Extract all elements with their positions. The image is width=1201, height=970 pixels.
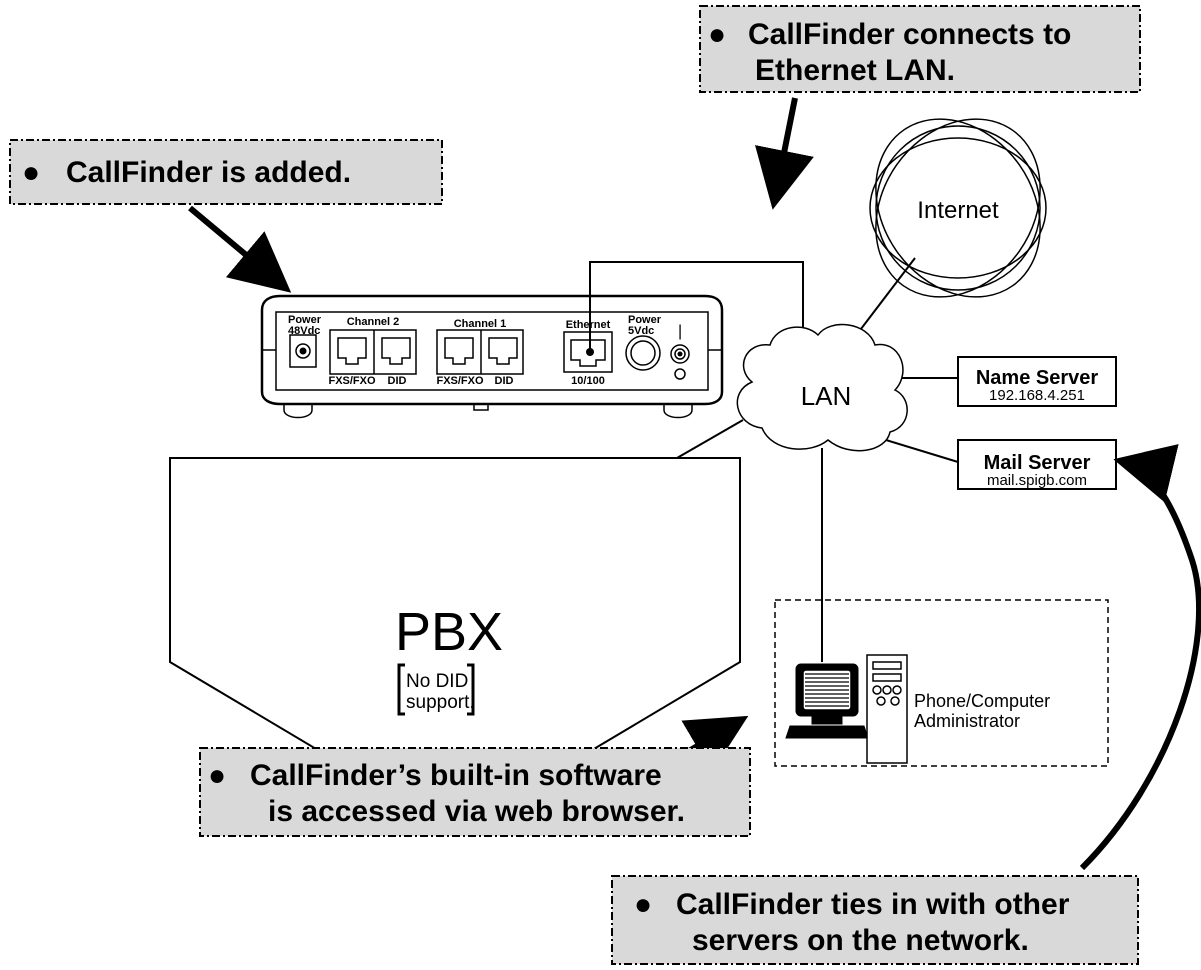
callout-added-text: CallFinder is added. [66,156,351,189]
arrow-added [188,205,292,293]
callout-software-bullet: ● [208,759,226,792]
pbx-box: PBX No DID support. [169,457,741,763]
lan-mailserver-link [885,439,959,463]
admin-label-line1: Phone/Computer [914,691,1050,711]
pbx-note-line1: No DID [406,671,468,692]
internet-label: Internet [917,197,999,224]
lan-pbx-link [676,419,744,459]
callout-servers-bullet: ● [634,888,652,921]
pbx-note-line2: support. [406,692,475,713]
power48-label-1: Power [288,314,322,326]
pbx-title: PBX [395,602,503,662]
callout-added: ● CallFinder is added. [9,139,443,205]
callout-servers: ● CallFinder ties in with other servers … [611,875,1139,965]
device-labels: Power 48Vdc Channel 2 Channel 1 Ethernet… [288,314,682,387]
ch2-fxsfxo-label: FXS/FXO [328,375,376,387]
power48-label-2: 48Vdc [288,325,320,337]
name-server-address: 192.168.4.251 [989,387,1085,404]
channel1-label: Channel 1 [454,318,507,330]
ethernet-label: Ethernet [566,319,611,331]
power5-label-2: 5Vdc [628,325,654,337]
callout-added-bullet: ● [22,156,40,189]
admin-workstation: Phone/Computer Administrator [774,599,1109,767]
callout-servers-line2: servers on the network. [692,924,1029,957]
ch1-did-label: DID [495,375,514,387]
callout-software-line1: CallFinder’s built-in software [250,759,662,792]
lan-label: LAN [801,381,852,411]
switch-mark: | [678,323,682,340]
internet-cloud: Internet [869,118,1047,298]
name-server-title: Name Server [976,367,1099,389]
computer-tower-icon [866,654,908,764]
callout-software-line2: is accessed via web browser. [268,795,685,828]
ch1-fxsfxo-label: FXS/FXO [436,375,484,387]
lan-cloud: LAN [736,323,908,452]
callout-ethernet: ● CallFinder connects to Ethernet LAN. [699,5,1141,93]
callout-ethernet-line2: Ethernet LAN. [755,54,955,87]
mail-server-title: Mail Server [984,452,1091,474]
admin-label-line2: Administrator [914,711,1020,731]
ch2-did-label: DID [388,375,407,387]
channel2-label: Channel 2 [347,316,400,328]
ethernet-cable [589,261,804,352]
callout-software: ● CallFinder’s built-in software is acce… [199,747,751,837]
computer-monitor-icon [785,663,869,739]
arrow-ethernet [754,97,814,210]
arrow-servers [1079,444,1201,871]
callout-servers-line1: CallFinder ties in with other [676,888,1070,921]
ethernet-speed-label: 10/100 [571,375,605,387]
mail-server-address: mail.spigb.com [987,472,1087,489]
power5-label-1: Power [628,314,662,326]
name-server: Name Server 192.168.4.251 [957,356,1117,407]
callout-ethernet-bullet: ● [708,18,726,51]
callfinder-device [260,294,724,419]
callout-ethernet-line1: CallFinder connects to [748,18,1071,51]
mail-server: Mail Server mail.spigb.com [957,439,1117,490]
